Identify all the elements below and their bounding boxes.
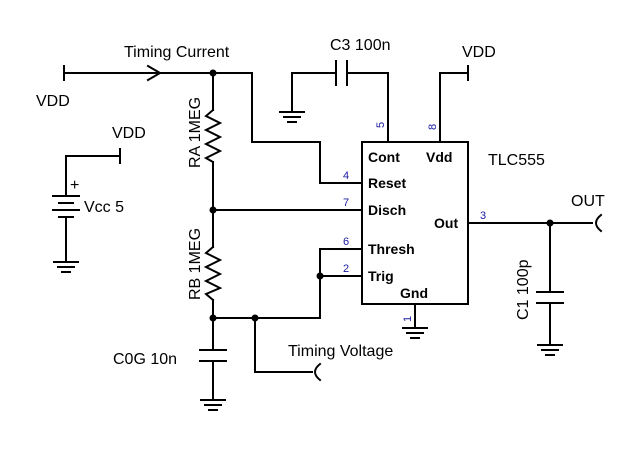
rb-label: RB 1MEG [187,228,204,300]
ground-icon [537,344,563,356]
c0g-label: C0G 10n [113,351,177,368]
pin-thresh-label: Thresh [368,241,415,257]
pin-trig-label: Trig [368,268,394,284]
pin-number-trig: 2 [343,263,349,275]
pin-gnd-label: Gnd [400,285,428,301]
ground-icon [53,261,79,273]
junction-dot [316,272,324,280]
vdd-battery-label: VDD [112,125,146,142]
pin-number-thresh: 6 [343,236,349,248]
resistor-ra [203,72,223,211]
c3-label: C3 100n [330,37,391,54]
timing-current-label: Timing Current [124,44,230,61]
pin-number-cont: 5 [375,122,387,128]
capacitor-c1 [536,222,564,346]
reset-wire [251,72,363,184]
battery-vcc [52,148,121,263]
pin-number-out: 3 [480,210,486,222]
ground-icon [279,111,305,123]
pin-out-label: Out [434,215,458,231]
trigger-threshold-wire [212,248,363,319]
resistor-rb [203,209,223,351]
pin-cont-label: Cont [368,149,400,165]
current-probe-arrow-icon [146,64,162,82]
junction-dot [209,69,217,77]
timing-voltage-wire [254,317,313,373]
pin-reset-label: Reset [368,175,406,191]
vdd-ic-wire [439,65,469,143]
capacitor-c3 [291,60,389,143]
pin-number-gnd: 1 [402,316,414,322]
ic-name-label: TLC555 [488,152,545,169]
battery-plus-sign: + [70,177,79,194]
vdd-left-label: VDD [36,93,70,110]
vdd-input-rail [63,65,253,81]
vdd-top-right-label: VDD [462,44,496,61]
pin-disch-label: Disch [368,202,406,218]
capacitor-c0g [199,349,227,401]
ground-icon [200,399,226,411]
vcc-label: Vcc 5 [84,199,124,216]
timing-voltage-label: Timing Voltage [288,343,393,360]
ground-icon [402,327,428,339]
timing-voltage-probe-icon [314,362,322,382]
pin-number-disch: 7 [343,197,349,209]
pin-number-reset: 4 [343,170,349,182]
pin-vdd-label: Vdd [426,149,452,165]
out-probe-icon [595,213,603,233]
c1-label: C1 100p [515,259,532,320]
ra-label: RA 1MEG [187,97,204,168]
out-label: OUT [571,193,605,210]
pin-number-vdd: 8 [427,124,439,130]
tlc555-chip [361,141,469,305]
